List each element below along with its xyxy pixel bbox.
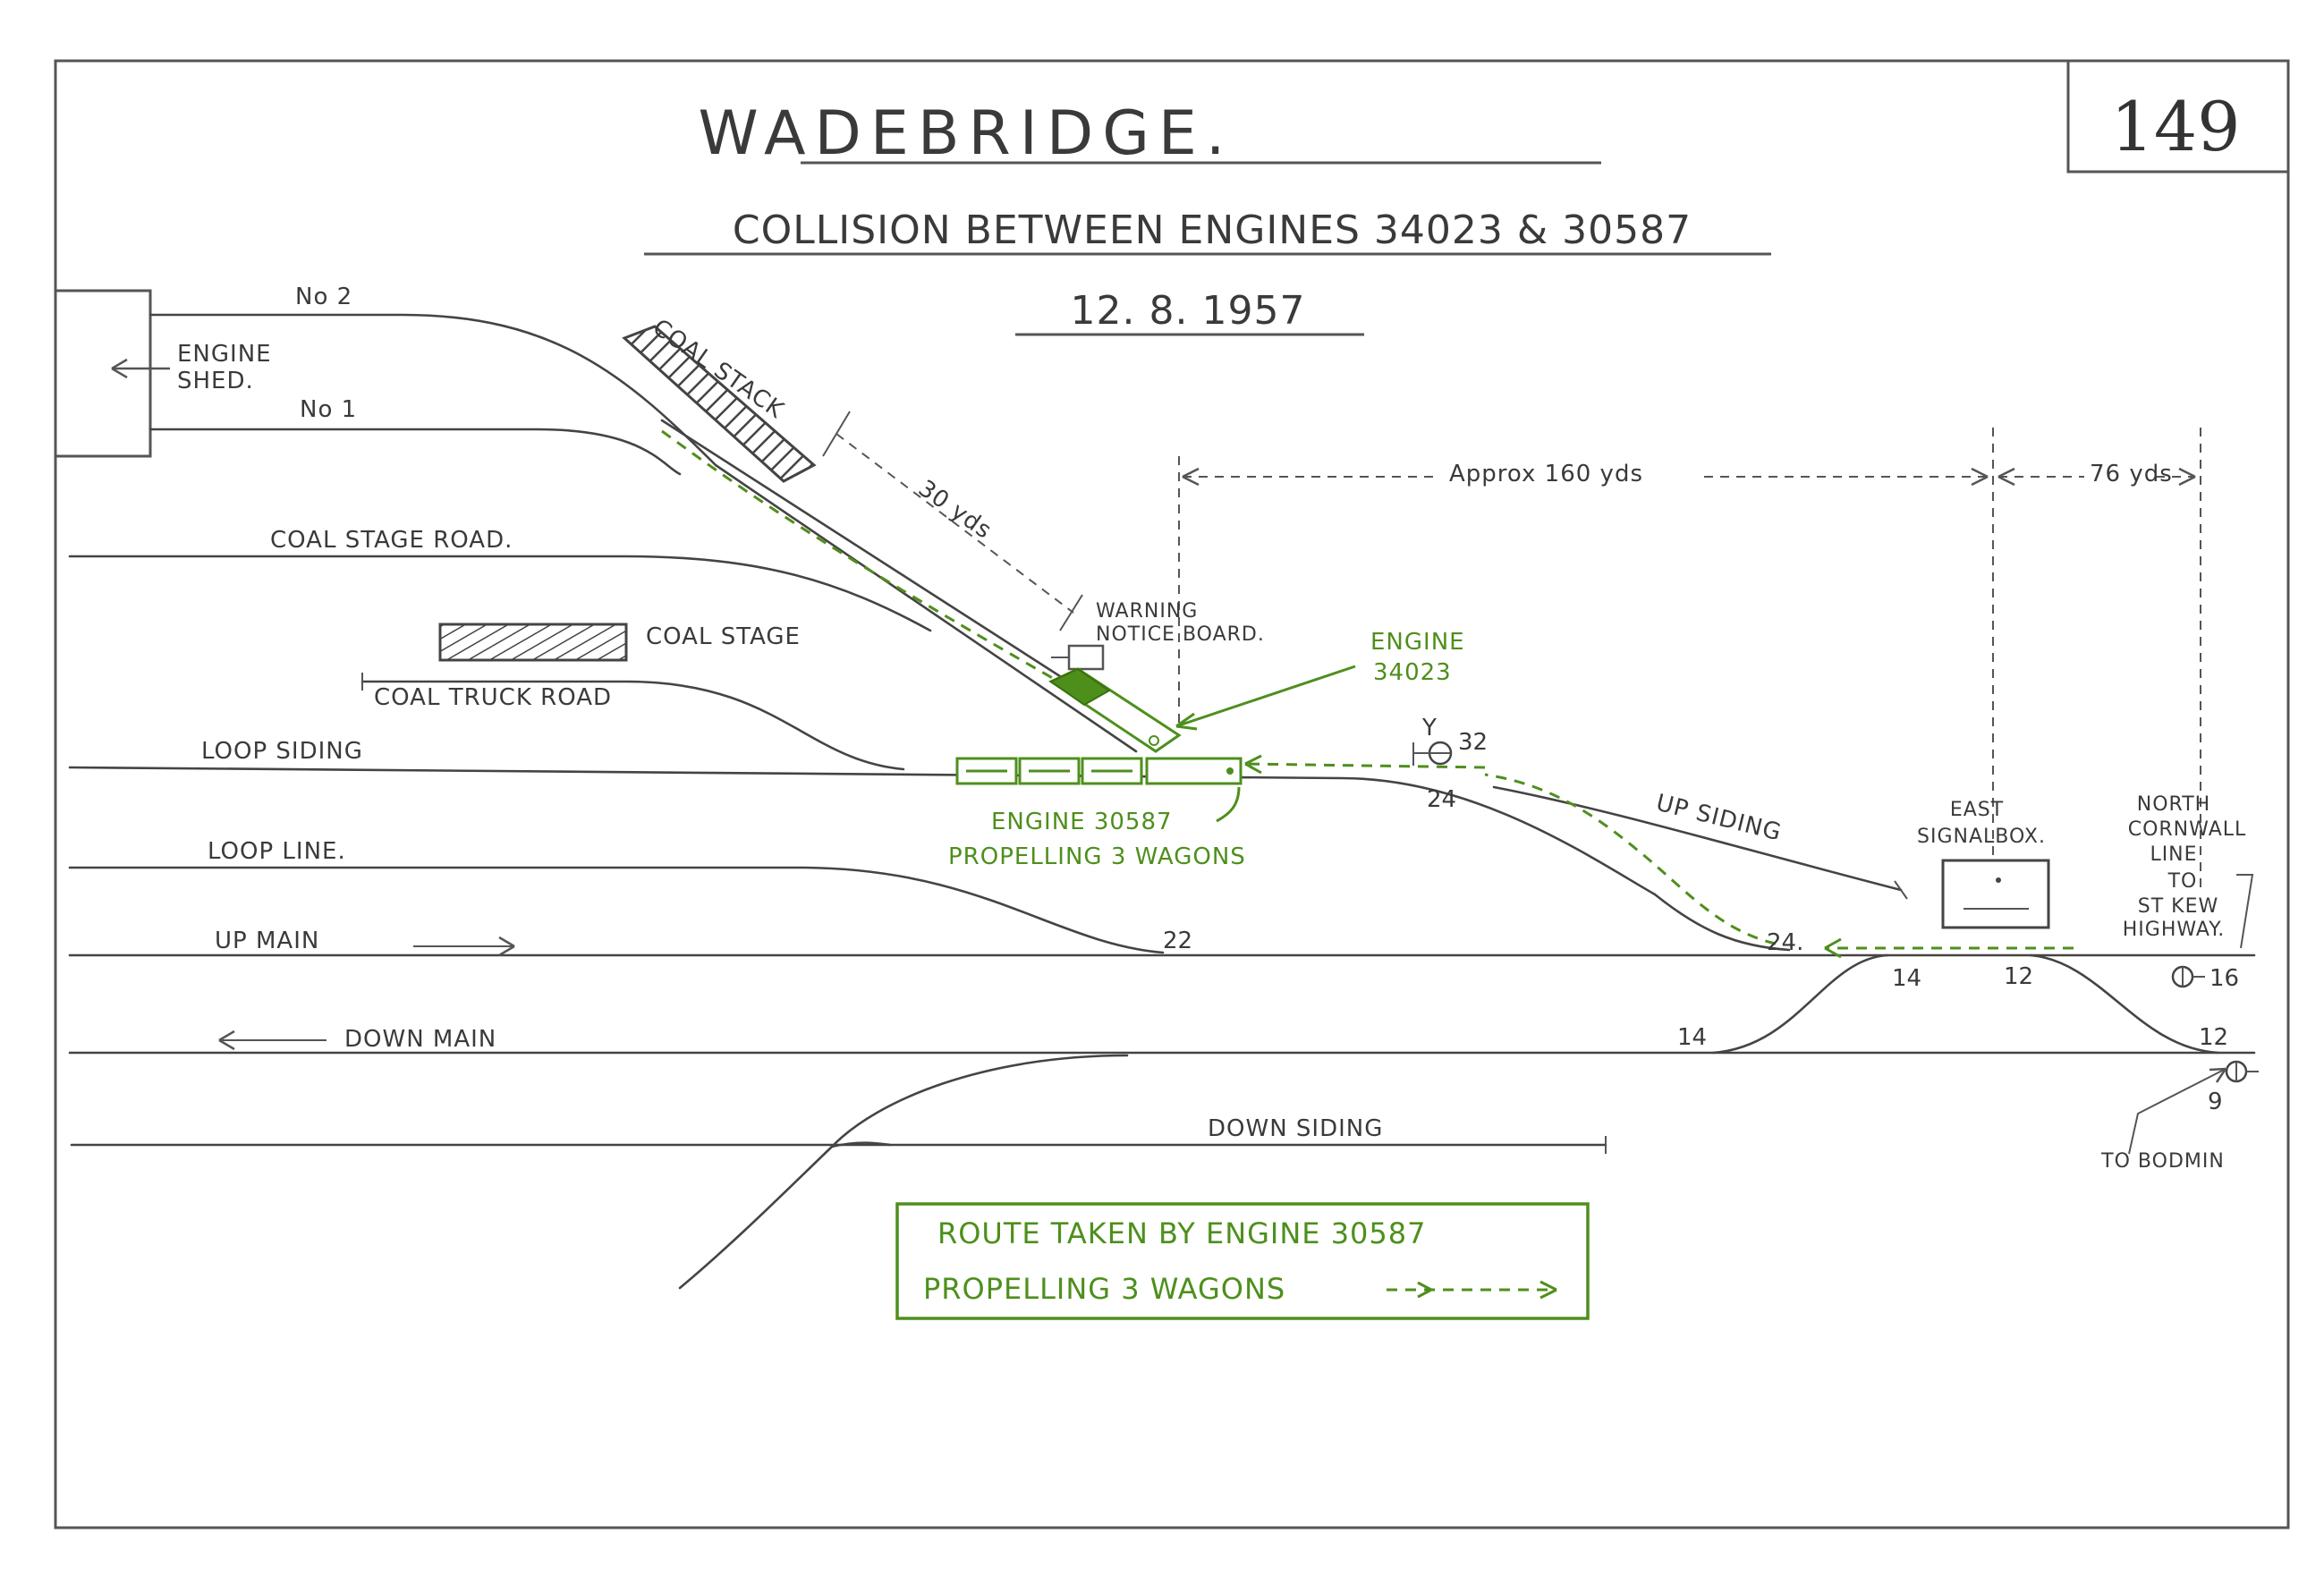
track-down-siding-branch: [678, 1054, 1129, 1290]
plate-number: 149: [2066, 61, 2288, 174]
distance-160yds: Approx 160 yds: [1178, 456, 1989, 724]
page-title: WADEBRIDGE.: [699, 98, 1234, 169]
points-24-upper: 24: [1427, 786, 1456, 813]
track-crossover-12: [2029, 953, 2220, 1055]
label-coal-truck-road: COAL TRUCK ROAD: [374, 684, 612, 711]
svg-text:ENGINE 30587: ENGINE 30587: [991, 809, 1173, 835]
svg-text:COAL STAGE: COAL STAGE: [646, 623, 801, 650]
engine-30587: ENGINE 30587 PROPELLING 3 WAGONS: [948, 757, 1246, 870]
label-no1: No 1: [300, 396, 357, 423]
svg-text:EAST: EAST: [1950, 799, 2004, 821]
svg-text:Approx 160 yds: Approx 160 yds: [1449, 461, 1643, 487]
track-down-siding-turnout: [830, 1141, 892, 1148]
svg-text:LINE: LINE: [2150, 843, 2197, 866]
signal-32: 32 Y: [1412, 715, 1488, 766]
svg-text:TO BODMIN: TO BODMIN: [2100, 1150, 2225, 1173]
distance-76yds: 76 yds: [1992, 428, 2201, 894]
track-crossover-14: [1711, 953, 1889, 1055]
points-22: 22: [1163, 928, 1192, 954]
label-no2: No 2: [295, 284, 352, 310]
track-up-siding: [1492, 785, 1903, 892]
svg-text:HIGHWAY.: HIGHWAY.: [2123, 919, 2226, 941]
label-coal-stage-road: COAL STAGE ROAD.: [270, 527, 513, 554]
svg-text:ROUTE TAKEN BY ENGINE 30587: ROUTE TAKEN BY ENGINE 30587: [937, 1216, 1426, 1250]
svg-text:CORNWALL: CORNWALL: [2128, 818, 2247, 841]
svg-text:Y: Y: [1421, 715, 1437, 741]
signal-16: 16: [2171, 965, 2239, 992]
points-24-lower: 24.: [1767, 929, 1803, 956]
svg-text:30 yds: 30 yds: [913, 475, 997, 545]
east-signalbox: EAST SIGNALBOX.: [1917, 799, 2050, 929]
track-loop-siding: [68, 766, 1791, 952]
svg-text:NORTH: NORTH: [2137, 793, 2210, 816]
svg-text:32: 32: [1458, 729, 1488, 756]
coal-stage: COAL STAGE: [438, 623, 801, 662]
warning-notice-board: WARNING NOTICE BOARD.: [1051, 600, 1265, 671]
svg-text:76 yds: 76 yds: [2090, 461, 2173, 487]
points-12-upper: 12: [2004, 963, 2033, 990]
svg-text:149: 149: [2110, 87, 2240, 166]
svg-text:ST KEW: ST KEW: [2138, 895, 2218, 918]
label-up-main: UP MAIN: [215, 928, 319, 954]
route-30587: [661, 429, 2074, 959]
engine-shed: ENGINE SHED.: [55, 289, 272, 458]
track-no1: [148, 428, 682, 476]
svg-text:PROPELLING 3 WAGONS: PROPELLING 3 WAGONS: [948, 843, 1246, 870]
track-no2: [148, 313, 717, 467]
svg-text:PROPELLING 3 WAGONS: PROPELLING 3 WAGONS: [923, 1272, 1285, 1306]
route-legend: ROUTE TAKEN BY ENGINE 30587 PROPELLING 3…: [895, 1202, 1590, 1320]
points-14-lower: 14: [1677, 1024, 1707, 1051]
points-12-lower: 12: [2199, 1024, 2228, 1051]
to-bodmin-label: TO BODMIN: [2100, 1067, 2227, 1173]
svg-text:ENGINE: ENGINE: [1370, 629, 1465, 656]
label-loop-line: LOOP LINE.: [208, 838, 346, 865]
svg-text:ENGINE: ENGINE: [177, 341, 272, 368]
engine-34023: ENGINE 34023: [1047, 629, 1465, 753]
north-cornwall-line-label: NORTH CORNWALL LINE TO ST KEW HIGHWAY.: [2123, 793, 2254, 949]
svg-text:34023: 34023: [1373, 659, 1452, 686]
track-coal-stage-road: [68, 555, 932, 632]
svg-text:16: 16: [2209, 965, 2239, 992]
drawing-border: [54, 59, 2290, 1529]
label-loop-siding: LOOP SIDING: [201, 738, 363, 765]
svg-text:TO: TO: [2167, 870, 2198, 893]
svg-text:SHED.: SHED.: [177, 368, 254, 394]
svg-text:SIGNALBOX.: SIGNALBOX.: [1917, 826, 2046, 848]
track-loop-line: [68, 866, 1165, 954]
track-stack-spur-2: [714, 463, 1138, 753]
svg-text:9: 9: [2208, 1089, 2223, 1115]
label-down-main: DOWN MAIN: [344, 1026, 496, 1053]
signal-9: 9: [2208, 1060, 2259, 1115]
label-up-siding: UP SIDING: [1653, 790, 1784, 847]
label-down-siding: DOWN SIDING: [1208, 1115, 1383, 1142]
svg-text:WARNING: WARNING: [1096, 600, 1198, 623]
track-coal-truck-road: [360, 680, 905, 771]
page-subtitle: COLLISION BETWEEN ENGINES 34023 & 30587: [733, 208, 1692, 253]
page-date: 12. 8. 1957: [1071, 288, 1306, 334]
svg-text:NOTICE BOARD.: NOTICE BOARD.: [1096, 623, 1265, 646]
points-14-upper: 14: [1892, 965, 1921, 992]
